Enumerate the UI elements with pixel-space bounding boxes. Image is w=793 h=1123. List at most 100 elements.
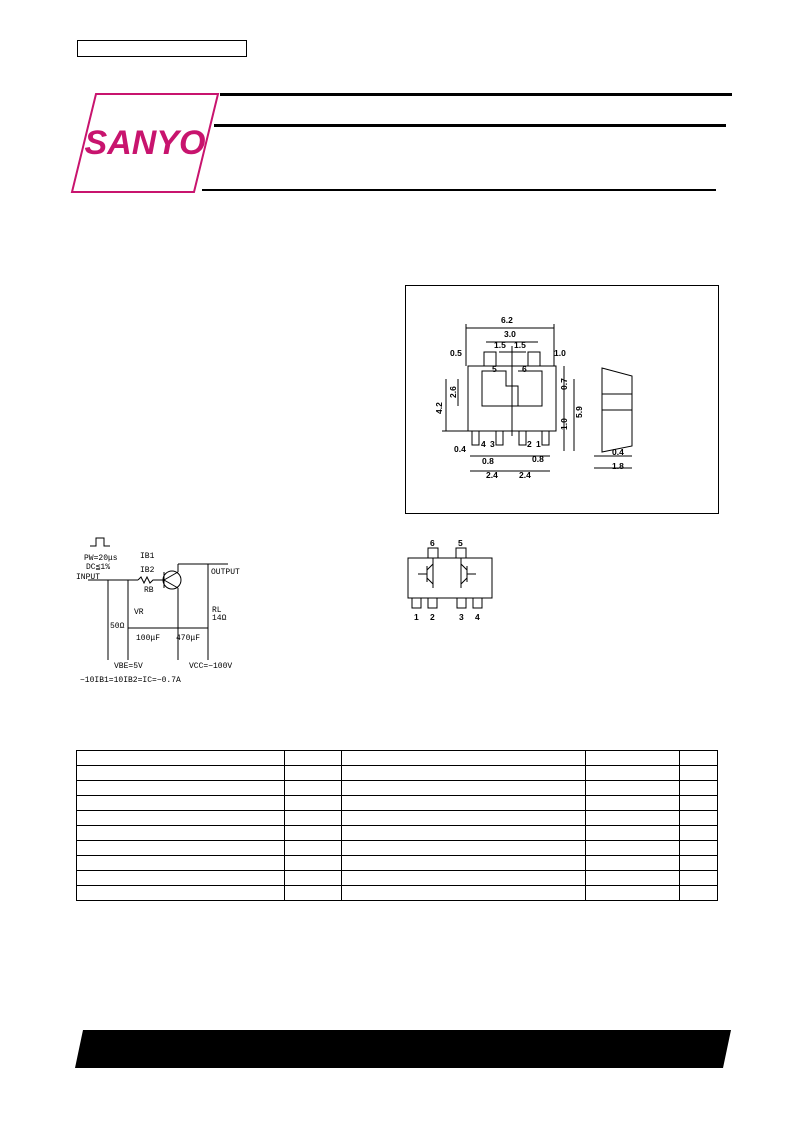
header-rule-2	[214, 124, 726, 127]
table-cell	[340, 885, 587, 901]
table-cell	[679, 885, 718, 901]
pin-6-label: 6	[430, 538, 435, 548]
pin-2-label: 2	[430, 612, 435, 622]
table-cell	[76, 825, 285, 841]
table-cell	[340, 750, 587, 766]
table-row	[76, 750, 718, 766]
table-row	[76, 855, 718, 871]
dim-2-4-left: 2.4	[486, 470, 498, 480]
table-cell	[679, 810, 718, 826]
pkg-pin-3: 3	[490, 439, 495, 449]
table-cell	[340, 765, 587, 781]
table-cell	[76, 885, 285, 901]
dim-1-5-b: 1.5	[514, 340, 526, 350]
table-cell	[76, 765, 285, 781]
pin-assignment-diagram: 6 5 1 2 3 4	[407, 538, 493, 622]
header-rule-3	[202, 189, 716, 191]
table-cell	[76, 780, 285, 796]
table-cell	[283, 795, 342, 811]
table-row	[76, 885, 718, 901]
table-cell	[340, 870, 587, 886]
table-cell	[585, 840, 681, 856]
table-cell	[76, 795, 285, 811]
circuit-input-label: INPUT	[76, 573, 100, 582]
dim-0-8-left: 0.8	[482, 456, 494, 466]
package-drawing-frame: 6.2 3.0 1.5 1.5 0.5 1.0 4.2 2.6 0.7 5.9 …	[405, 285, 719, 514]
table-cell	[679, 780, 718, 796]
table-cell	[340, 825, 587, 841]
table-cell	[679, 765, 718, 781]
pkg-pin-6: 6	[522, 364, 527, 374]
logo-text: SANYO	[85, 124, 206, 162]
header-rule-1	[220, 93, 732, 96]
circuit-ib2-label: IB2	[140, 566, 155, 575]
dim-2-4-right: 2.4	[519, 470, 531, 480]
table-row	[76, 795, 718, 811]
pkg-pin-2: 2	[527, 439, 532, 449]
circuit-c1-label: 100μF	[136, 634, 160, 643]
dim-0-4-left: 0.4	[454, 444, 466, 454]
pkg-pin-4: 4	[481, 439, 486, 449]
circuit-c2-label: 470μF	[176, 634, 200, 643]
table-cell	[585, 795, 681, 811]
table-cell	[340, 795, 587, 811]
table-cell	[76, 840, 285, 856]
table-cell	[283, 840, 342, 856]
circuit-output-label: OUTPUT	[211, 568, 240, 577]
dim-0-4-side: 0.4	[612, 447, 624, 457]
pin-3-label: 3	[459, 612, 464, 622]
table-cell	[585, 780, 681, 796]
circuit-condition: −10IB1=10IB2=IC=−0.7A	[80, 676, 181, 685]
dim-4-2: 4.2	[434, 402, 444, 414]
circuit-duty-cycle: DC≦1%	[86, 563, 110, 572]
test-circuit: PW=20μs DC≦1% INPUT OUTPUT IB1 IB2 RB VR…	[76, 537, 240, 685]
table-cell	[283, 765, 342, 781]
pkg-pin-1: 1	[536, 439, 541, 449]
dim-3-0: 3.0	[504, 329, 516, 339]
dim-5-9: 5.9	[574, 406, 584, 418]
table-cell	[679, 750, 718, 766]
dim-1-0-top: 1.0	[554, 348, 566, 358]
dim-1-0-side: 1.0	[559, 418, 569, 430]
table-row	[76, 870, 718, 886]
table-cell	[283, 885, 342, 901]
part-number-box	[77, 40, 247, 57]
table-cell	[679, 840, 718, 856]
table-cell	[585, 855, 681, 871]
table-cell	[76, 750, 285, 766]
pkg-pin-5: 5	[492, 364, 497, 374]
dim-0-8-right: 0.8	[532, 454, 544, 464]
circuit-rb-label: RB	[144, 586, 154, 595]
circuit-ib1-label: IB1	[140, 552, 155, 561]
circuit-vcc-label: VCC=−100V	[189, 662, 232, 671]
dim-1-8-side: 1.8	[612, 461, 624, 471]
table-cell	[679, 795, 718, 811]
table-cell	[283, 750, 342, 766]
table-cell	[283, 780, 342, 796]
dim-0-7: 0.7	[559, 378, 569, 390]
table-cell	[585, 810, 681, 826]
circuit-vbe-label: VBE=5V	[114, 662, 143, 671]
table-row	[76, 810, 718, 826]
circuit-vr-label: VR	[134, 608, 144, 617]
circuit-rl-label: RL	[212, 606, 222, 615]
dim-0-5: 0.5	[450, 348, 462, 358]
pin-1-label: 1	[414, 612, 419, 622]
table-cell	[585, 750, 681, 766]
table-cell	[76, 870, 285, 886]
pin-4-label: 4	[475, 612, 480, 622]
dim-6-2: 6.2	[501, 315, 513, 325]
table-row	[76, 840, 718, 856]
spec-table	[76, 750, 718, 901]
table-cell	[585, 825, 681, 841]
footer-bar	[75, 1030, 731, 1068]
table-cell	[76, 810, 285, 826]
sanyo-logo: SANYO	[70, 93, 220, 193]
dim-2-6: 2.6	[448, 386, 458, 398]
table-cell	[585, 765, 681, 781]
table-cell	[679, 825, 718, 841]
table-cell	[76, 855, 285, 871]
table-cell	[283, 810, 342, 826]
table-cell	[283, 870, 342, 886]
table-cell	[585, 870, 681, 886]
